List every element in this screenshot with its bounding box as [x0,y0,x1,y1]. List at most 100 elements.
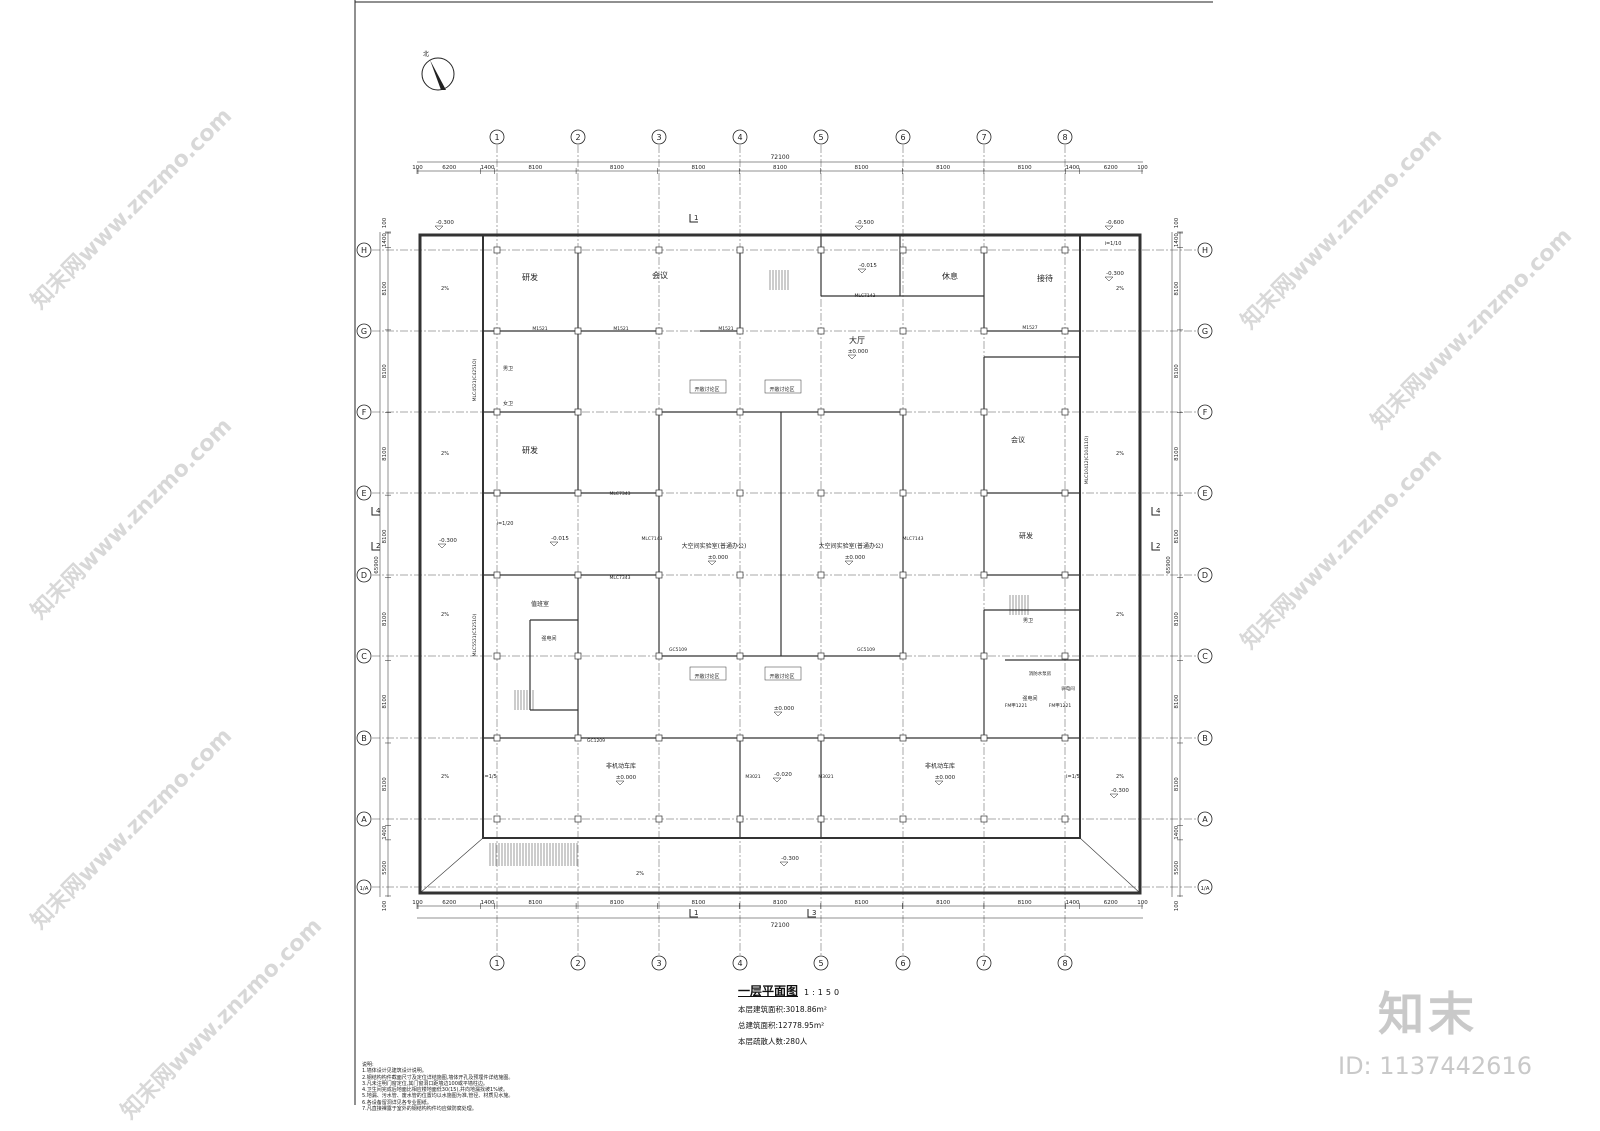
structural-column [980,571,988,579]
dimension-label: 8100 [1018,900,1032,906]
room-label: 研发 [522,272,538,282]
dimension-label: 8100 [773,900,787,906]
grid-label-column: 6 [900,959,905,968]
dimension-label: 8100 [528,165,542,171]
structural-column [574,571,582,579]
area-value: 3018.86m² [785,1005,827,1014]
structural-column [899,652,907,660]
grid-bubble-icon [732,955,748,971]
notes-block: 说明: 1.墙体设计见建筑设计说明。 2.钢结构构件截面尺寸及定位详结施图,墙体… [362,1062,513,1112]
grid-label-row: F [1203,408,1208,417]
structural-column [574,652,582,660]
structural-column [980,408,988,416]
structural-column [817,408,825,416]
slope-label: i=1/5 [1066,774,1080,780]
dimension-label: 8100 [382,364,388,378]
grid-bubble-icon [1057,129,1073,145]
grid-label-row: 1/A [359,886,368,892]
structural-column [1061,734,1069,742]
slope-label: 2% [441,451,449,457]
room-label: 大空间实验室(普通办公) [682,542,747,550]
elevation-label: ±0.000 [845,555,866,561]
dimension-label: 8100 [382,281,388,295]
grid-bubble-icon [1197,404,1213,420]
watermark-text: 知末网www.znzmo.com [116,913,327,1124]
grid-bubble-icon [356,811,372,827]
slope-label: 2% [1116,451,1124,457]
grid-bubble-icon [1057,955,1073,971]
watermark-id: ID: 1137442616 [1338,1052,1532,1080]
structural-column [574,489,582,497]
structural-column [655,652,663,660]
drawing-title: 一层平面图 [738,984,799,998]
structural-column [817,815,825,823]
area-value: 12778.95m² [778,1021,825,1030]
structural-column [736,652,744,660]
structural-column [655,327,663,335]
elevation-label: -0.300 [439,538,457,544]
dimension-label: 8100 [936,900,950,906]
dimension-label: 100 [382,217,388,228]
grid-bubble-icon [356,485,372,501]
grid-label-column: 4 [737,959,742,968]
dimension-label: 5500 [382,860,388,874]
room-label: 会议 [652,270,668,280]
room-label: 弱电间 [1061,685,1075,692]
section-mark-icon [1151,542,1160,551]
section-mark-label: 1 [694,909,698,917]
elevation-marker-icon [615,780,625,786]
area-label: 本层疏散人数: [738,1037,786,1046]
structural-column [1061,246,1069,254]
watermark-layer: 知末网www.znzmo.com知末网www.znzmo.com知末网www.z… [26,103,1577,1124]
elevation-label: -0.300 [1111,788,1129,794]
grid-label-column: 5 [818,133,823,142]
dimension-label: 100 [1174,900,1180,911]
structural-column [574,327,582,335]
section-mark-icon [689,909,698,918]
note-item: 5.地漏、污水管、废水管的位置均以水施图为准,管径、材质见水施。 [362,1093,514,1100]
grid-label-column: 4 [737,133,742,142]
structural-column [899,571,907,579]
north-label: 北 [423,50,429,58]
structural-column [1061,408,1069,416]
structural-column [736,734,744,742]
section-mark-label: 2 [1156,542,1160,550]
grid-label-row: B [361,734,367,743]
room-label: 休息 [942,271,958,281]
note-item: 4.卫生间完成后地面比相应楼地面低30(15),并向地漏找坡1%坡。 [362,1087,508,1094]
door-window-tag: M1521 [613,326,628,332]
structural-column [980,489,988,497]
slope-label: 2% [636,871,644,877]
room-label: 大空间实验室(普通办公) [819,542,884,550]
structural-column [574,815,582,823]
structural-column [655,815,663,823]
dimension-label: 100 [1137,165,1148,171]
grid-label-column: 5 [818,959,823,968]
dimension-label: 1400 [480,900,494,906]
slope-label: 2% [1116,774,1124,780]
dimension-label: 1400 [1174,233,1180,247]
dimension-label: 8100 [528,900,542,906]
grid-label-row: E [361,489,366,498]
dimension-label: 8100 [1174,529,1180,543]
dimension-label: 1400 [1174,825,1180,839]
grid-bubble-icon [356,242,372,258]
elevation-label: -0.015 [551,536,569,542]
note-item: 3.凡未注明门窗定位,其门窗洞口距墙边100或平墙柱边。 [362,1080,488,1087]
dimension-label: 8100 [382,529,388,543]
north-arrow-icon: 北 [421,50,455,91]
grid-label-row: D [1202,571,1208,580]
door-window-tag: GC5109 [669,647,687,653]
grid-bubble-icon [1197,648,1213,664]
dimension-label: 8100 [1174,777,1180,791]
dimension-label: 8100 [1174,364,1180,378]
discussion-table [689,379,727,394]
grid-bubble-icon [976,955,992,971]
room-label: 大厅 [849,335,865,345]
elevation-marker-icon [434,225,444,231]
door-window-tag: MLC10412(C10411O) [1084,436,1090,485]
dimension-label: 1400 [382,825,388,839]
